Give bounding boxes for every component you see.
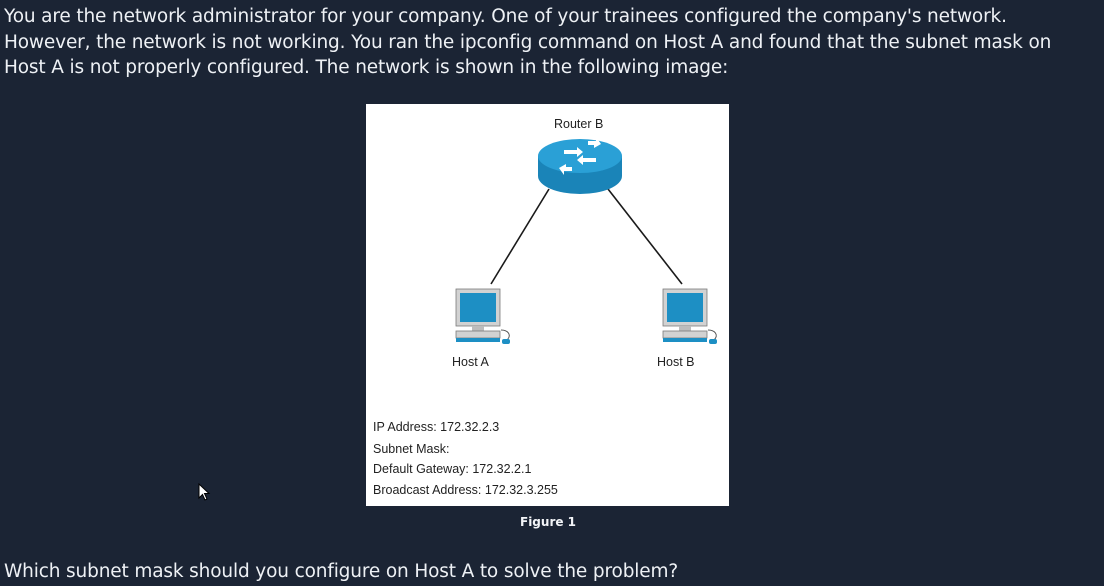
question-text: Which subnet mask should you configure o…: [4, 561, 679, 582]
figure-caption: Figure 1: [520, 515, 577, 529]
computer-icon: [455, 288, 510, 344]
router-icon: [538, 137, 622, 194]
ip-address-text: IP Address: 172.32.2.3: [373, 420, 500, 434]
host-a-label: Host A: [452, 355, 489, 369]
subnet-mask-text: Subnet Mask:: [373, 442, 450, 456]
broadcast-address-text: Broadcast Address: 172.32.3.255: [373, 483, 558, 497]
link-router-host-a: [490, 188, 550, 285]
link-router-host-b: [607, 188, 683, 285]
diagram-graphics: [455, 137, 717, 344]
question-intro: You are the network administrator for yo…: [4, 6, 1052, 78]
network-diagram: Router B Host A Host B IP Address: 172.3…: [366, 104, 729, 506]
mouse-cursor-icon: [198, 483, 211, 501]
default-gateway-text: Default Gateway: 172.32.2.1: [373, 462, 532, 476]
router-label: Router B: [554, 117, 604, 131]
host-b-label: Host B: [657, 355, 695, 369]
computer-icon: [662, 288, 717, 344]
